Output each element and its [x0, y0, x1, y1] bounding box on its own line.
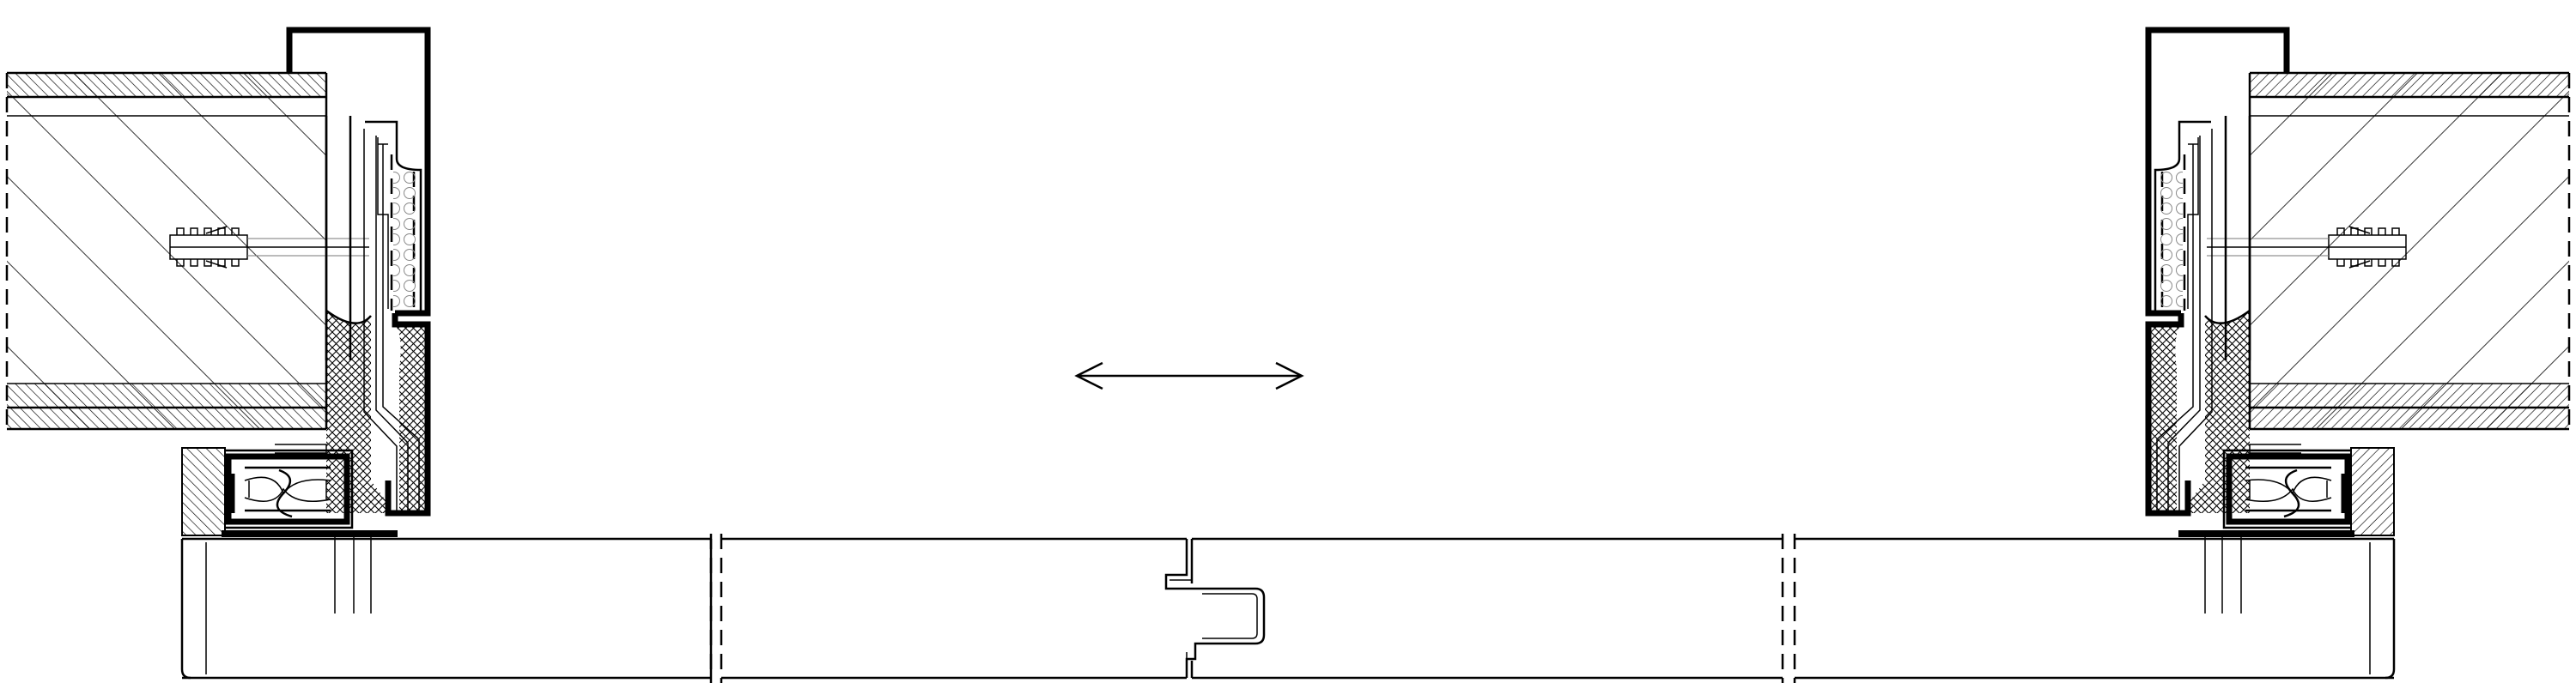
- door-leaves: [180, 534, 2396, 683]
- left-side-detail: [7, 30, 428, 613]
- right-side-detail: [2148, 30, 2569, 613]
- slide-direction-arrow: [1074, 361, 1304, 390]
